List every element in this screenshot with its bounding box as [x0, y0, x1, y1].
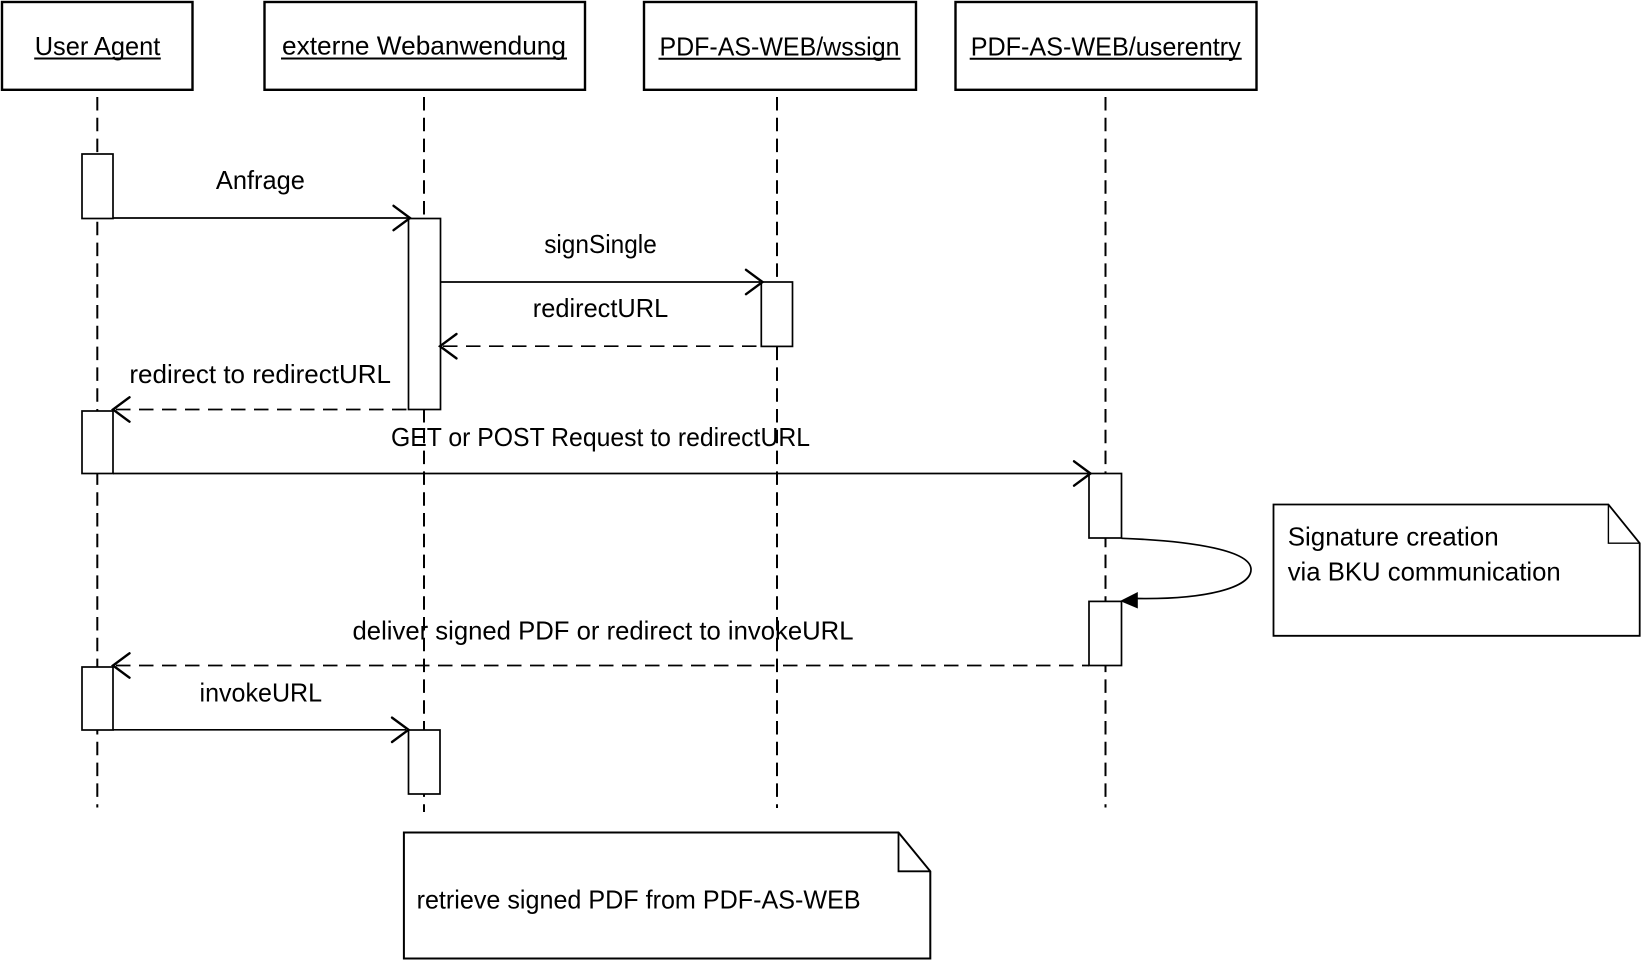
svg-text:redirectURL: redirectURL	[533, 293, 668, 323]
svg-text:invokeURL: invokeURL	[200, 677, 323, 707]
svg-text:PDF-AS-WEB/userentry: PDF-AS-WEB/userentry	[971, 31, 1241, 61]
svg-text:via BKU communication: via BKU communication	[1288, 557, 1561, 587]
svg-text:PDF-AS-WEB/wssign: PDF-AS-WEB/wssign	[660, 31, 900, 61]
svg-text:retrieve signed PDF from PDF-A: retrieve signed PDF from PDF-AS-WEB	[417, 885, 861, 915]
svg-text:Signature creation: Signature creation	[1288, 522, 1499, 552]
svg-text:signSingle: signSingle	[544, 229, 657, 259]
svg-text:externe Webanwendung: externe Webanwendung	[282, 31, 566, 61]
svg-text:Anfrage: Anfrage	[216, 165, 305, 195]
svg-text:GET or POST Request to redirec: GET or POST Request to redirectURL	[391, 422, 810, 452]
svg-text:deliver signed PDF or redirect: deliver signed PDF or redirect to invoke…	[353, 616, 854, 646]
svg-text:redirect to redirectURL: redirect to redirectURL	[129, 359, 391, 389]
svg-text:User Agent: User Agent	[35, 31, 161, 61]
